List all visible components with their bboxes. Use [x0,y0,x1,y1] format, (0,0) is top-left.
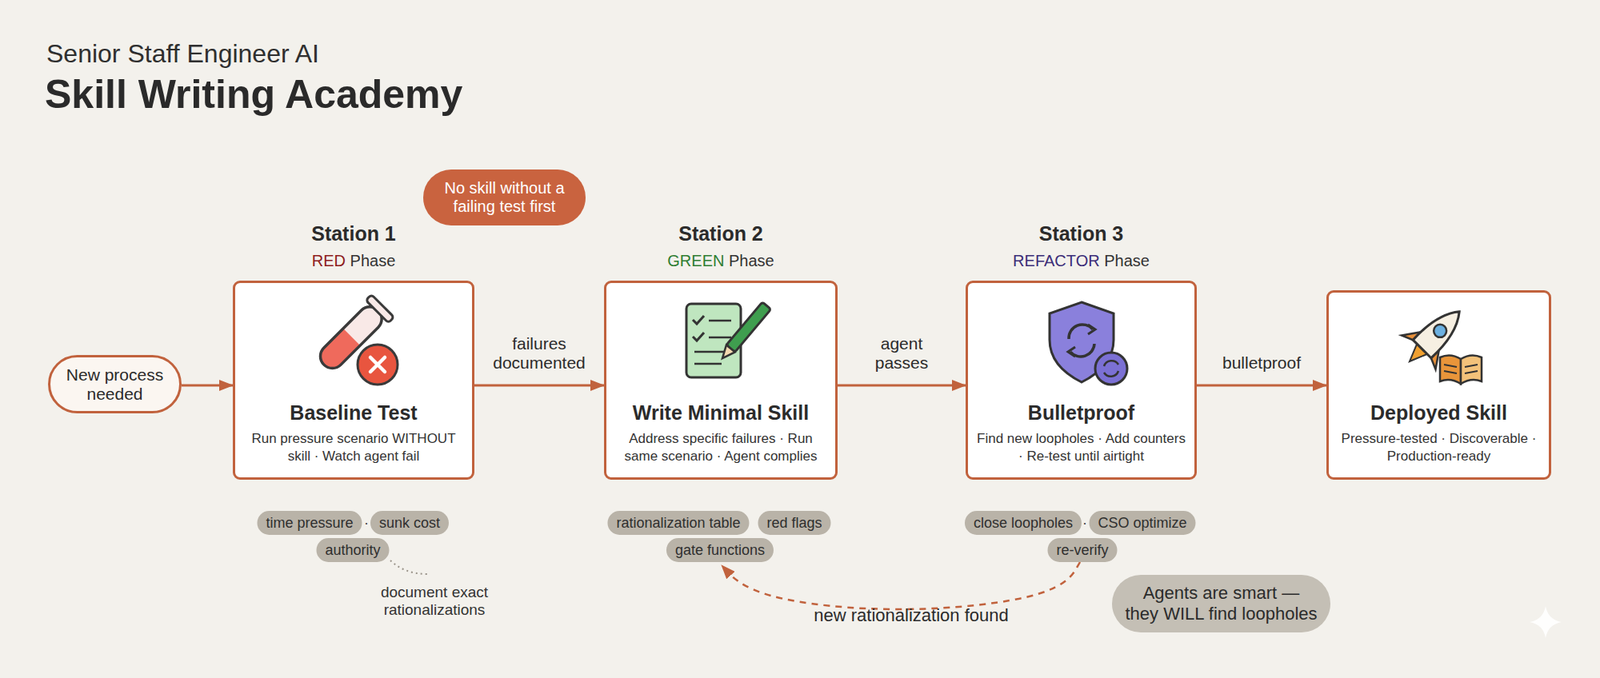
pen-tip [718,344,736,362]
leader-line [390,560,428,575]
tag-chip: authority [316,538,389,563]
box-title: Bulletproof [968,400,1195,426]
phase-label: RED Phase [187,250,520,272]
edge-label: new rationalization found [813,606,1008,626]
rocket-icon [1392,295,1482,384]
node-text: No skill without a failing test first [434,179,575,216]
callout-pill: No skill without a failing test first [423,169,586,226]
box-title: Write Minimal Skill [606,400,836,426]
tag-chip: rationalization table [607,511,749,536]
pen-body [726,302,772,353]
fail-cross [370,357,385,372]
box-description: Run pressure scenario WITHOUT skill · Wa… [243,430,464,466]
phase-keyword: REFACTOR [1012,252,1100,270]
node-text: red flags [766,511,822,536]
edge-label: agent passes [861,334,942,373]
node-text: time pressure [265,511,353,536]
phase-keyword: RED [312,252,346,270]
station-heading: Station 2 [558,220,884,247]
station-box: Station 1RED PhaseBaseline TestRun press… [232,280,475,480]
test-tube-icon [312,294,398,385]
book-page [1460,355,1482,384]
node-text: re-verify [1056,538,1108,563]
tag-chip: red flags [757,511,831,536]
box-description: Pressure-tested · Discoverable · Product… [1336,430,1541,466]
separator-dot: · [364,511,369,536]
rocket-window [1431,322,1450,341]
refresh-badge [1095,352,1128,385]
book-lines [1444,364,1478,374]
test-tube [312,294,395,376]
tag-chip: re-verify [1047,538,1117,563]
start-pill: New process needed [48,355,182,414]
shield-icon [1049,302,1128,385]
station-box: Station 3REFACTOR PhaseBulletproofFind n… [965,280,1197,480]
flow-arrow [474,384,604,388]
node-text: New process needed [60,365,170,404]
rocket-fins [1401,324,1448,370]
phase-word: Phase [345,252,396,270]
check-mark [692,332,704,341]
phase-word: Phase [724,252,774,270]
rocket-flame [1404,344,1428,367]
deployed-box: Deployed SkillPressure-tested · Discover… [1326,290,1552,480]
flow-arrow [181,384,233,388]
tag-chip: CSO optimize [1088,511,1196,536]
station-heading: Station 1 [187,220,520,247]
box-description: Address specific failures · Run same sce… [614,430,828,466]
pen [718,302,772,363]
feedback-arrow [721,562,1080,610]
tag-chip: time pressure [256,511,362,536]
station-heading: Station 3 [920,220,1243,247]
tube-rim [365,294,394,323]
cycle-arrow [1070,344,1095,357]
cycle-arrowheads [1068,324,1096,357]
tag-chip: gate functions [666,538,774,563]
diagram-title: Skill Writing Academy [44,70,463,119]
check-mark [692,316,704,324]
edge-label: bulletproof [1201,353,1322,373]
rocket-body [1412,302,1469,359]
node-text: gate functions [675,538,765,563]
sparkle-mark [1529,606,1562,639]
node-text: rationalization table [616,511,740,536]
flow-arrow [837,384,966,388]
phase-word: Phase [1100,252,1150,270]
node-text: authority [324,538,380,563]
node-text: sunk cost [379,511,440,536]
refresh-arrows [1104,360,1119,377]
subtitle: Senior Staff Engineer AI [46,37,320,70]
tube-outline [315,302,387,374]
book-page [1440,355,1461,384]
cycle-arrow [1068,324,1093,340]
station-box: Station 2GREEN PhaseWrite Minimal SkillA… [604,280,838,480]
node-text: CSO optimize [1097,511,1187,536]
phase-label: GREEN Phase [558,250,884,272]
node-text: Agents are smart — they WILL find loopho… [1124,583,1318,625]
tag-chip: close loopholes [964,511,1082,536]
note-pill: Agents are smart — they WILL find loopho… [1112,575,1331,633]
flow-arrow [1196,384,1327,388]
tube-glass [315,302,387,374]
shield [1049,302,1114,383]
fail-badge [357,344,398,385]
node-text: close loopholes [973,511,1073,536]
edge-label: failures documented [483,334,596,373]
phase-label: REFACTOR Phase [920,250,1243,272]
box-description: Find new loopholes · Add counters · Re-t… [976,430,1187,466]
document-sheet [686,304,741,378]
annotation-note: document exact rationalizations [354,584,515,620]
document-icon [686,302,772,378]
rocket [1392,295,1477,380]
box-title: Baseline Test [235,400,472,426]
separator-dot: · [1082,511,1088,536]
phase-keyword: GREEN [667,252,724,270]
tag-chip: sunk cost [370,511,449,536]
text-lines [694,320,732,364]
tube-liquid [315,328,360,374]
box-title: Deployed Skill [1328,400,1549,426]
